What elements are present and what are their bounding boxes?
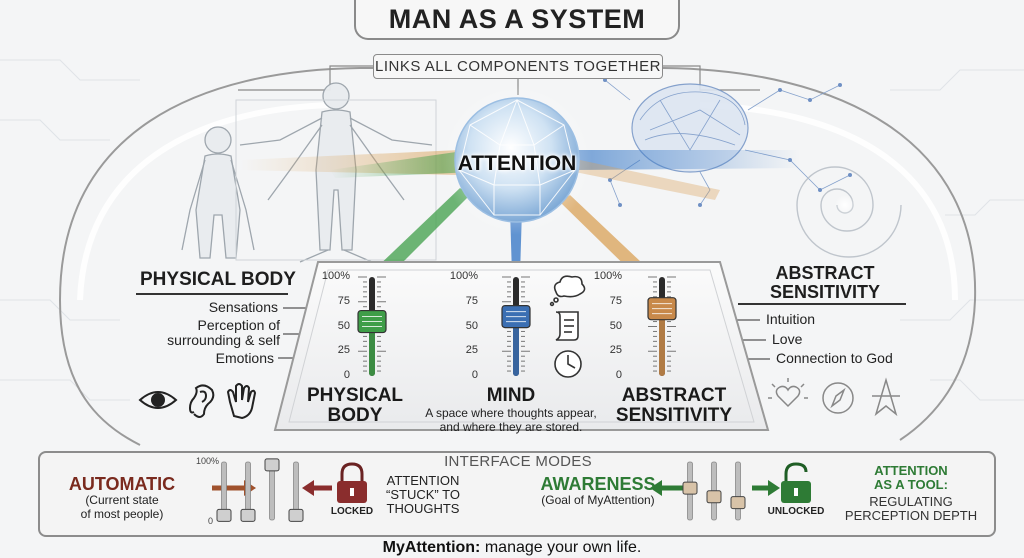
footer-brand: MyAttention:	[382, 539, 481, 556]
panel-mind-title: MIND	[486, 385, 536, 406]
automatic-title: AUTOMATIC	[68, 474, 176, 494]
scale-label: 75	[465, 294, 478, 307]
scale-label: 0	[615, 369, 622, 381]
awareness-note: REGULATING PERCEPTION DEPTH	[844, 494, 978, 524]
hand-icon	[226, 383, 257, 420]
automatic-subtitle: (Current state of most people)	[80, 493, 164, 521]
scale-label: 75	[337, 294, 350, 307]
panel-mind-subtitle: A space where thoughts appear, and where…	[425, 406, 597, 435]
interface-modes-panel	[38, 451, 996, 537]
scale-label: 50	[609, 319, 622, 332]
scale-label: 25	[609, 344, 622, 357]
physical-icons-row	[138, 383, 257, 420]
attention-label: ATTENTION	[457, 152, 577, 175]
scale-label: 75	[609, 294, 622, 307]
physical-item-perception: Perception of surrounding & self	[167, 317, 280, 349]
star-arrow-icon	[872, 377, 900, 417]
mini-scale-top: 100%	[196, 456, 220, 466]
abstract-item-love: Love	[772, 331, 803, 347]
mini-scale-bottom: 0	[208, 516, 214, 526]
eye-icon	[138, 391, 178, 409]
panel-physical-title: PHYSICAL BODY	[306, 385, 404, 426]
compass-icon	[822, 382, 854, 414]
scroll-icon	[555, 311, 579, 341]
awareness-note-title: ATTENTION AS A TOOL:	[874, 463, 948, 493]
ear-icon	[188, 384, 215, 418]
scale-label: 50	[465, 319, 478, 332]
panel-abstract-title: ABSTRACT SENSITIVITY	[615, 385, 733, 426]
heart-sun-icon	[768, 378, 808, 408]
abstract-icons-row	[768, 377, 900, 417]
footer-tagline-text: manage your own life.	[480, 539, 642, 556]
mind-icons	[549, 275, 586, 378]
physical-body-title: PHYSICAL BODY	[140, 269, 296, 290]
scale-label: 25	[337, 344, 350, 357]
abstract-underline	[738, 303, 906, 305]
page-subtitle: LINKS ALL COMPONENTS TOGETHER	[373, 54, 663, 79]
physical-item-emotions: Emotions	[215, 350, 274, 366]
scale-label: 100%	[593, 270, 622, 282]
unlocked-label: UNLOCKED	[767, 506, 825, 517]
abstract-title: ABSTRACT SENSITIVITY	[769, 263, 881, 302]
page-title: MAN AS A SYSTEM	[354, 0, 680, 40]
abstract-item-intuition: Intuition	[766, 311, 816, 327]
scale-label: 100%	[449, 270, 478, 282]
clock-icon	[554, 350, 582, 378]
interface-modes-title: INTERFACE MODES	[444, 453, 592, 470]
awareness-subtitle: (Goal of MyAttention)	[541, 493, 655, 507]
footer-tagline: MyAttention: manage your own life.	[0, 539, 1024, 557]
physical-body-underline	[136, 293, 288, 295]
locked-label: LOCKED	[330, 506, 374, 517]
scale-label: 25	[465, 344, 478, 357]
abstract-item-connection: Connection to God	[776, 350, 893, 366]
awareness-title: AWARENESS	[540, 474, 656, 494]
automatic-note: ATTENTION “STUCK” TO THOUGHTS	[386, 473, 460, 517]
scale-label: 0	[343, 369, 350, 381]
scale-label: 100%	[321, 270, 350, 282]
thought-cloud-icon	[549, 275, 586, 307]
physical-item-sensations: Sensations	[208, 299, 278, 315]
scale-label: 0	[471, 369, 478, 381]
scale-label: 50	[337, 319, 350, 332]
